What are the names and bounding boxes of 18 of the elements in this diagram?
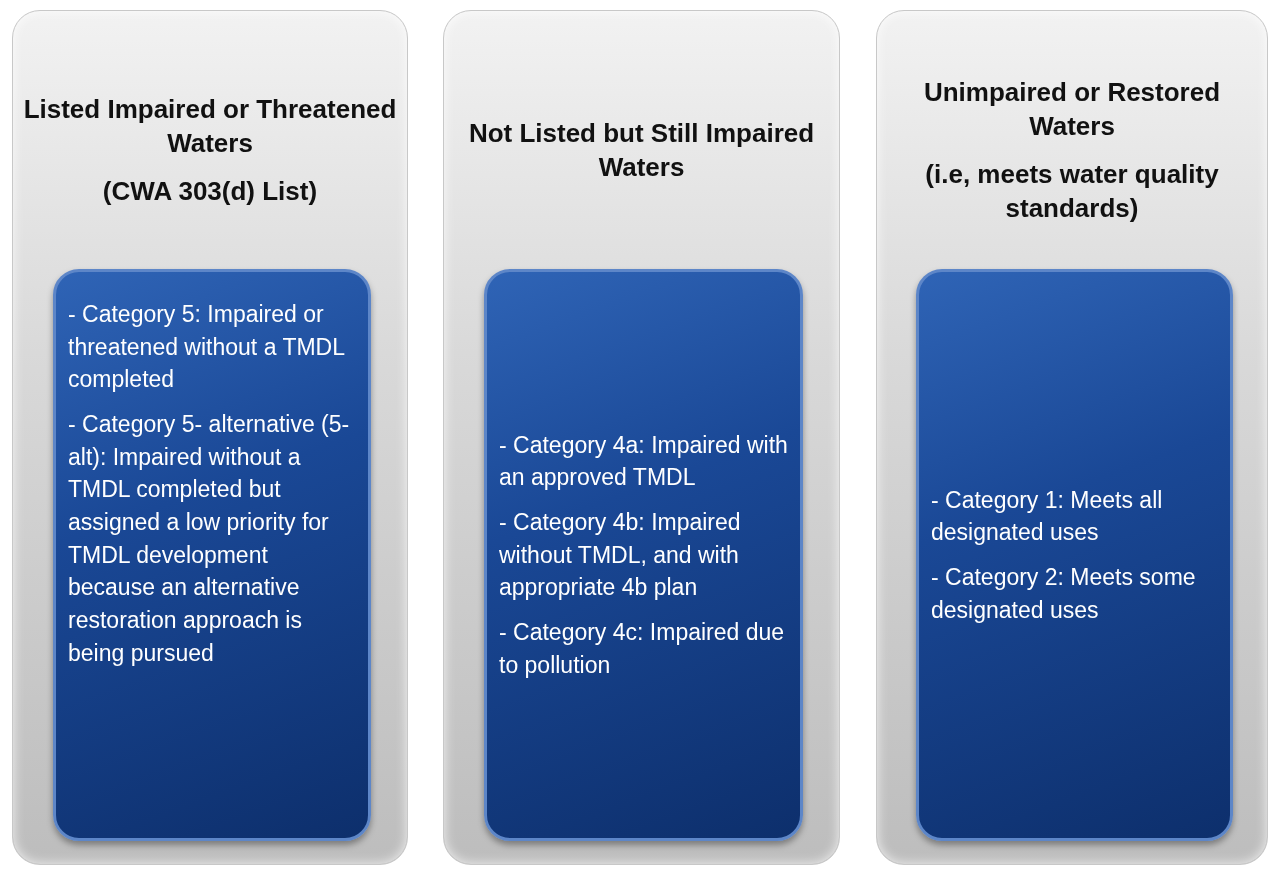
category-description: - Category 5: Impaired or threatened without a TMDL completed (68, 300, 346, 395)
category-panel (443, 10, 840, 865)
category-description: - Category 4b: Impaired without TMDL, and with appropriate 4b plan (499, 508, 742, 603)
category-description: - Category 1: Meets all designated uses (931, 485, 1164, 548)
panel-heading: Unimpaired or Restored Waters (922, 76, 1222, 144)
panel-heading: Not Listed but Still Impaired Waters (467, 117, 816, 184)
category-description: - Category 4a: Impaired with an approved TMDL (499, 430, 788, 493)
category-box (53, 269, 371, 841)
category-box (484, 269, 803, 841)
category-panel (876, 10, 1268, 865)
category-box (916, 269, 1233, 841)
panel-subheading: (CWA 303(d) List) (102, 174, 318, 208)
panel-subheading: (i.e, meets water quality standards) (924, 158, 1220, 225)
category-description: - Category 2: Meets some designated uses (931, 563, 1197, 625)
category-description: - Category 4c: Impaired due to pollution (499, 618, 786, 680)
panel-heading: Listed Impaired or Threatened Waters (22, 93, 398, 161)
category-panel (12, 10, 408, 865)
category-description: - Category 5- alternative (5-alt): Impaired without a TMDL completed but assigned a low priority for TMDL development because an alternative restoration approach is being pursued (68, 409, 351, 668)
